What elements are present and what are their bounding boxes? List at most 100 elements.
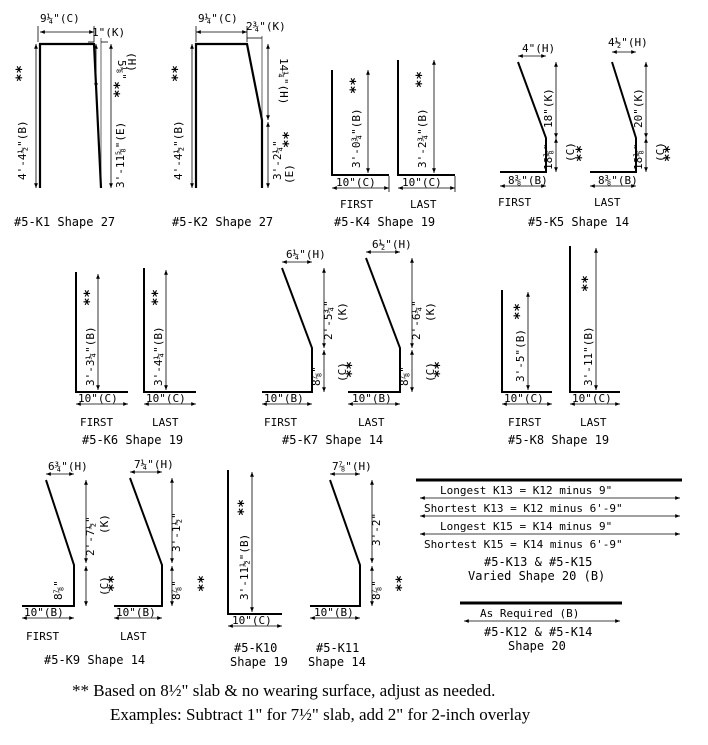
k5-first-c-key: (C) xyxy=(564,142,577,162)
k12-box xyxy=(460,601,622,623)
k7-first-k-dim: 2'-5¾" xyxy=(322,300,335,340)
k8-first-c-dim: 10"(C) xyxy=(504,392,544,405)
shape-k2 xyxy=(190,26,270,188)
k8-first-label: FIRST xyxy=(508,416,541,429)
k5-first-label: FIRST xyxy=(498,196,531,209)
k11-c-dim: 8⅞" xyxy=(370,580,383,600)
k7-last-k-key: (K) xyxy=(424,302,437,322)
k5-last-k-dim: 20"(K) xyxy=(632,88,645,128)
k5-last-b-dim: 8⅜"(B) xyxy=(598,174,638,187)
k5-first-b-dim: 8⅜"(B) xyxy=(508,174,548,187)
k7-last-h-dim: 6½"(H) xyxy=(372,238,412,251)
k13-row-1: Longest K13 = K12 minus 9" xyxy=(440,484,612,497)
k10-title-2: Shape 19 xyxy=(230,655,288,669)
k12-title-1: #5-K12 & #5-K14 xyxy=(484,625,592,639)
k7-last-c-key: (C) xyxy=(424,362,437,382)
shape-k7 xyxy=(262,250,414,406)
k9-last-c-dim: 8⅞" xyxy=(170,580,183,600)
k9-last-k-dim: 3'-1½" xyxy=(170,512,183,552)
k7-first-b-dim: 10"(B) xyxy=(264,392,304,405)
shape-k6 xyxy=(75,268,196,406)
k2-top-dim: 9¼"(C) xyxy=(198,12,238,25)
k4-asterisk-first: ** xyxy=(348,77,364,94)
k2-e-dim: 3'-2¼" xyxy=(271,140,284,180)
k10-asterisk: ** xyxy=(236,499,252,516)
shape-k4 xyxy=(331,60,456,192)
k7-last-b-dim: 10"(B) xyxy=(352,392,392,405)
k4-first-label: FIRST xyxy=(340,198,373,211)
k11-asterisk: ** xyxy=(394,575,410,592)
k8-first-b-dim: 3'-5"(B) xyxy=(514,329,527,382)
k4-last-c-dim: 10"(C) xyxy=(402,176,442,189)
k6-first-c-dim: 10"(C) xyxy=(78,392,118,405)
k7-asterisk-first: ** xyxy=(344,361,360,378)
k9-first-c-key: (C) xyxy=(98,576,111,596)
k1-asterisk-b: ** xyxy=(14,65,30,82)
k2-asterisk-b: ** xyxy=(170,65,186,82)
shape-k9 xyxy=(22,470,174,620)
k13-table xyxy=(416,478,682,536)
k7-last-c-dim: 8⅞" xyxy=(398,366,411,386)
k10-b-dim: 3'-11½"(B) xyxy=(238,534,251,600)
k7-last-label: LAST xyxy=(358,416,385,429)
k1-h-dim: 5⅛" xyxy=(115,60,128,80)
k13-row-4: Shortest K15 = K14 minus 6'-9" xyxy=(424,538,623,551)
k11-b-dim: 10"(B) xyxy=(314,606,354,619)
k7-title: #5-K7 Shape 14 xyxy=(282,433,383,447)
k1-b-dim: 4'-4½"(B) xyxy=(16,120,29,180)
k8-asterisk-first: ** xyxy=(512,303,528,320)
k4-last-label: LAST xyxy=(410,198,437,211)
k5-last-h-dim: 4½"(H) xyxy=(608,36,648,49)
k13-row-2: Shortest K13 = K12 minus 6'-9" xyxy=(424,502,623,515)
k12-box-label: As Required (B) xyxy=(480,607,579,620)
k5-asterisk-last: ** xyxy=(662,145,678,162)
k9-first-b-dim: 10"(B) xyxy=(24,606,64,619)
k8-last-c-dim: 10"(C) xyxy=(572,392,612,405)
k6-asterisk-last: ** xyxy=(150,289,166,306)
k1-top-dim: 9¼"(C) xyxy=(40,12,80,25)
shape-k11 xyxy=(310,472,374,620)
k1-asterisk-e: ** xyxy=(112,81,128,98)
k7-first-k-key: (K) xyxy=(336,302,349,322)
k6-last-c-dim: 10"(C) xyxy=(146,392,186,405)
k7-asterisk-last: ** xyxy=(432,361,448,378)
k12-title-2: Shape 20 xyxy=(508,639,566,653)
k6-asterisk-first: ** xyxy=(82,289,98,306)
k6-last-b-dim: 3'-4¼"(B) xyxy=(152,326,165,386)
k9-first-k-dim: 2'-7½" xyxy=(84,516,97,556)
k13-title-1: #5-K13 & #5-K15 xyxy=(484,555,592,569)
k9-title: #5-K9 Shape 14 xyxy=(44,653,145,667)
k11-title-1: #5-K11 xyxy=(316,641,359,655)
k11-h-dim: 7⅞"(H) xyxy=(332,460,372,473)
k5-first-h-dim: 4"(H) xyxy=(522,42,555,55)
k5-first-c-dim: 18⅛" xyxy=(542,144,555,171)
k7-first-c-key: (C) xyxy=(336,362,349,382)
k4-first-b-dim: 3'-0¾"(B) xyxy=(350,108,363,168)
k4-first-c-dim: 10"(C) xyxy=(336,176,376,189)
footnote-line-1: ** Based on 8½" slab & no wearing surfac… xyxy=(72,681,496,700)
k10-title-1: #5-K10 xyxy=(234,641,277,655)
k6-last-label: LAST xyxy=(152,416,179,429)
k9-last-b-dim: 10"(B) xyxy=(116,606,156,619)
footnote-line-2: Examples: Subtract 1" for 7½" slab, add … xyxy=(110,705,531,724)
k4-title: #5-K4 Shape 19 xyxy=(334,215,435,229)
k9-first-c-dim: 8⅞" xyxy=(52,580,65,600)
k5-title: #5-K5 Shape 14 xyxy=(528,215,629,229)
k9-last-h-dim: 7¼"(H) xyxy=(134,458,174,471)
k5-first-k-dim: 18"(K) xyxy=(542,88,555,128)
k2-h-dim: 14¼"(H) xyxy=(277,58,290,104)
k7-first-label: FIRST xyxy=(264,416,297,429)
k7-first-h-dim: 6¼"(H) xyxy=(286,248,326,261)
k9-last-label: LAST xyxy=(120,630,147,643)
shape-k8 xyxy=(501,246,620,406)
k1-h-key: (H) xyxy=(125,52,138,72)
k10-c-dim: 10"(C) xyxy=(232,614,272,627)
k7-first-c-dim: 8⅞" xyxy=(310,366,323,386)
k8-title: #5-K8 Shape 19 xyxy=(508,433,609,447)
shape-k1 xyxy=(34,26,113,189)
k11-k-dim: 3'-2" xyxy=(370,513,383,546)
k6-first-label: FIRST xyxy=(80,416,113,429)
k9-first-label: FIRST xyxy=(26,630,59,643)
k1-e-dim: 3'-11⅝"(E) xyxy=(114,122,127,188)
